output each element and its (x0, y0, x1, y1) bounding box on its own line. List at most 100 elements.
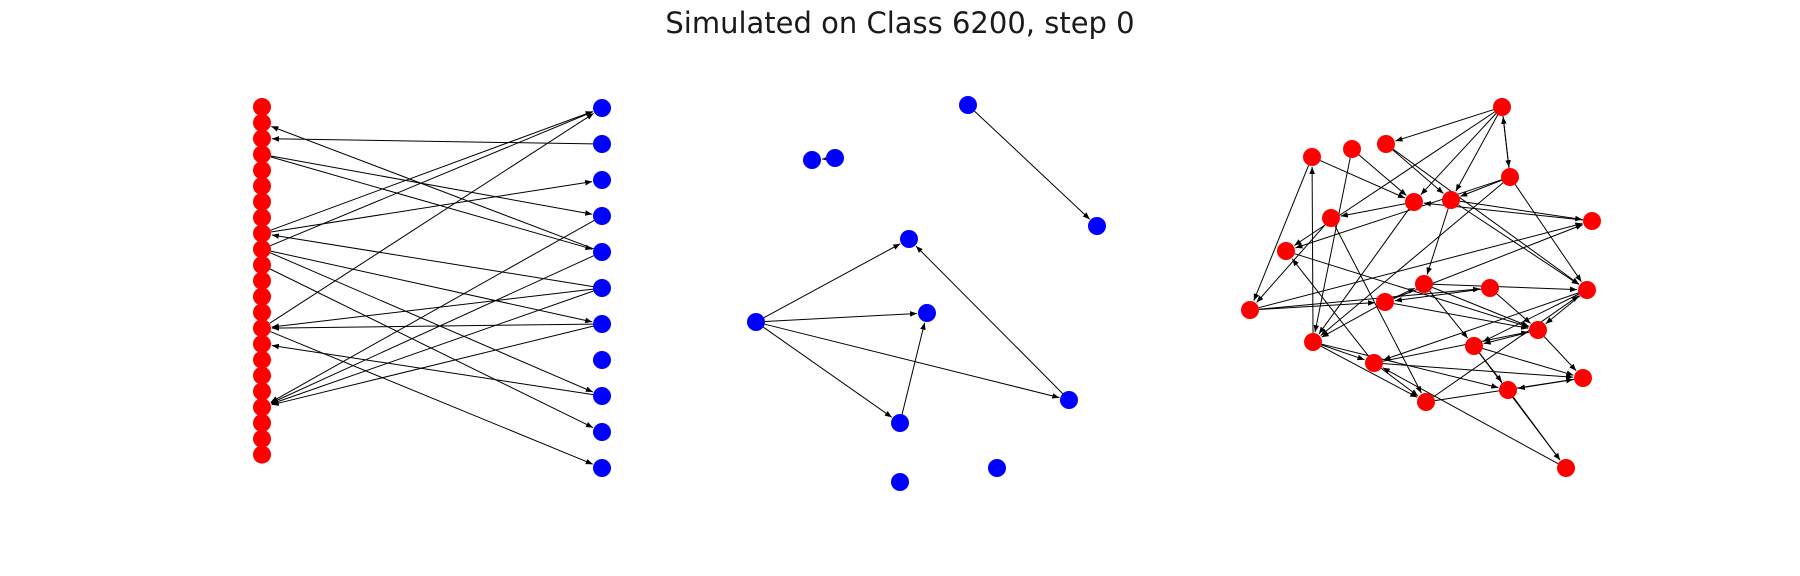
graph-edge (271, 125, 594, 250)
graph-edge (1320, 182, 1504, 336)
graph-edge (1253, 165, 1310, 301)
graph-edge (763, 326, 893, 418)
graph-node (253, 303, 271, 322)
graph-node (1481, 279, 1499, 297)
graph-node (1322, 209, 1340, 227)
graph-node (1499, 381, 1517, 399)
graph-edge (1258, 300, 1376, 310)
graph-node (1277, 242, 1295, 260)
graph-edge (763, 243, 901, 319)
graph-node (1442, 191, 1460, 209)
graph-node (253, 271, 271, 290)
graph-edge (270, 156, 593, 250)
graph-node (1088, 217, 1106, 235)
graph-edge (764, 311, 918, 322)
graph-node (891, 414, 909, 432)
graph-edge (1543, 336, 1577, 372)
graph-edge (1320, 345, 1418, 398)
graph-edge (269, 112, 594, 324)
graph-node (1365, 354, 1383, 372)
graph-node (1343, 140, 1361, 158)
graph-node (253, 414, 271, 432)
graph-node (1415, 275, 1433, 293)
graph-edge (270, 111, 593, 247)
graph-node (593, 351, 611, 369)
graph-node (253, 319, 271, 338)
graph-node (1465, 337, 1483, 355)
graph-node (1060, 391, 1078, 409)
graph-edge (1455, 114, 1499, 192)
graph-node (1241, 301, 1259, 319)
graph-node (1529, 321, 1547, 339)
graph-node (988, 459, 1006, 477)
graph-edge (1433, 295, 1580, 398)
node-layer (1241, 98, 1601, 477)
graph-edge (1395, 109, 1494, 142)
graph-edge (1382, 330, 1529, 362)
graph-edge (271, 290, 594, 405)
graph-node (1578, 281, 1596, 299)
graph-node (253, 350, 271, 369)
graph-edge (1380, 367, 1419, 397)
graph-edge (1432, 283, 1578, 293)
graph-edge (1321, 305, 1378, 338)
graph-edge (271, 325, 594, 406)
graph-edge (270, 252, 593, 393)
graph-edge (1482, 293, 1580, 343)
graph-edge (1383, 292, 1579, 361)
graph-edge (1291, 258, 1369, 357)
graph-node (1304, 333, 1322, 351)
graph-edge (764, 323, 1060, 399)
graph-node (1303, 148, 1321, 166)
graph-node (593, 171, 611, 189)
graph-edge (1479, 352, 1561, 461)
graph-edge (1426, 208, 1449, 275)
graph-edge (1382, 363, 1574, 380)
graph-node (253, 177, 271, 195)
graph-node (253, 208, 271, 227)
graph-edge (1321, 344, 1365, 361)
graph-edge (1514, 184, 1582, 282)
graph-node (1574, 369, 1592, 387)
graph-edge (271, 136, 594, 145)
graph-edge (269, 268, 594, 429)
graph-edge (1394, 288, 1482, 303)
graph-edge (974, 110, 1091, 220)
graph-node (1501, 168, 1519, 186)
graph-edge (1295, 179, 1502, 249)
graph-node (900, 230, 918, 248)
graph-edge (1482, 348, 1574, 376)
graph-edge (271, 288, 594, 329)
graph-node (253, 429, 271, 448)
graph-edge (1256, 224, 1326, 303)
graph-node (253, 98, 271, 116)
graph-edge (270, 179, 593, 233)
sparse-graph-panel (747, 96, 1106, 491)
graph-node (593, 207, 611, 225)
graph-node (593, 99, 611, 117)
graph-node (253, 366, 271, 385)
graph-edge (1393, 148, 1580, 285)
graph-node (593, 423, 611, 441)
graph-node (253, 398, 271, 417)
graph-node (1583, 212, 1601, 230)
graph-node (253, 445, 271, 464)
graph-edge (270, 155, 593, 216)
graph-node (1405, 193, 1423, 211)
graph-edge (1340, 203, 1406, 218)
graph-edge (915, 245, 1064, 394)
graph-node (593, 459, 611, 477)
figure-title: Simulated on Class 6200, step 0 (665, 6, 1135, 40)
graph-node (918, 304, 936, 322)
graph-edge (1458, 204, 1579, 285)
graph-node (593, 279, 611, 297)
edge-layer (1253, 109, 1584, 465)
graph-edge (270, 331, 593, 465)
graph-node (253, 240, 271, 259)
graph-node (891, 473, 909, 491)
node-layer (747, 96, 1106, 491)
graph-node (253, 256, 271, 274)
graph-node (253, 382, 271, 401)
graph-edge (1319, 160, 1406, 199)
